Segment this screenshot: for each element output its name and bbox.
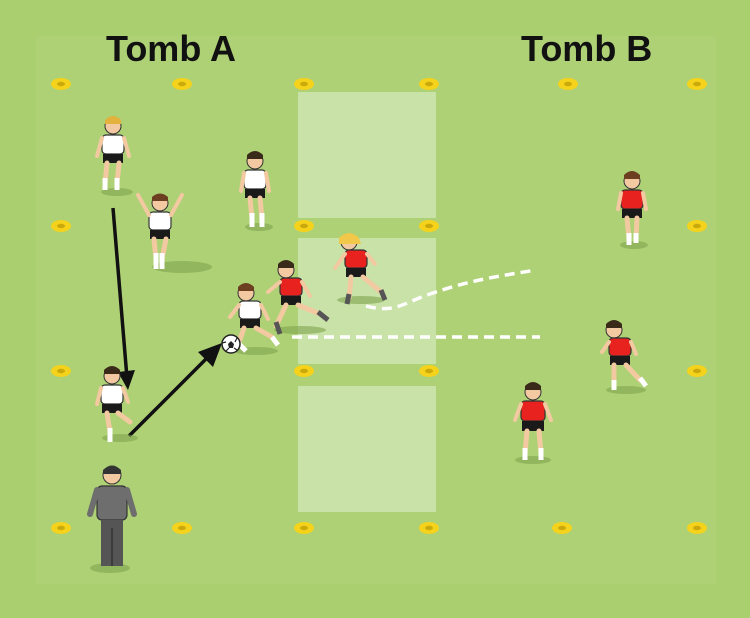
player-figure-icon: [616, 171, 648, 249]
movement-arrow: [111, 207, 135, 390]
pass-arrow: [127, 343, 222, 438]
cone-marker-icon: [687, 220, 707, 232]
cone-marker-icon: [51, 220, 71, 232]
cone-marker-icon: [558, 78, 578, 90]
cone-marker-icon: [552, 522, 572, 534]
player-figure-icon: [266, 260, 330, 335]
team-a-label: Tomb A: [106, 28, 236, 69]
cone-marker-icon: [51, 365, 71, 377]
cone-marker-icon: [51, 78, 71, 90]
middle-zone-bottom: [298, 386, 436, 512]
middle-zone-top: [298, 92, 436, 218]
player-figure-icon: [136, 193, 212, 273]
player-figure-icon: [513, 382, 553, 464]
cone-marker-icon: [419, 365, 439, 377]
cone-marker-icon: [419, 78, 439, 90]
player-figure-icon: [333, 233, 388, 305]
cone-marker-icon: [294, 78, 314, 90]
cone-marker-icon: [172, 522, 192, 534]
cone-marker-icon: [419, 522, 439, 534]
cone-marker-icon: [294, 365, 314, 377]
player-figure-icon: [600, 320, 648, 394]
cone-marker-icon: [294, 220, 314, 232]
coach-figure-icon: [87, 465, 137, 573]
support-run-line: [365, 268, 537, 311]
cone-marker-icon: [687, 365, 707, 377]
cone-marker-icon: [172, 78, 192, 90]
cone-markers: [51, 78, 707, 534]
soccer-ball-icon: [221, 334, 241, 354]
cone-marker-icon: [419, 220, 439, 232]
team-b-label: Tomb B: [521, 28, 653, 69]
player-figure-icon: [95, 366, 138, 442]
player-figure-icon: [239, 151, 273, 231]
player-figure-icon: [228, 283, 280, 355]
cone-marker-icon: [294, 522, 314, 534]
cone-marker-icon: [51, 522, 71, 534]
cone-marker-icon: [687, 522, 707, 534]
player-figure-icon: [95, 116, 133, 196]
cone-marker-icon: [687, 78, 707, 90]
